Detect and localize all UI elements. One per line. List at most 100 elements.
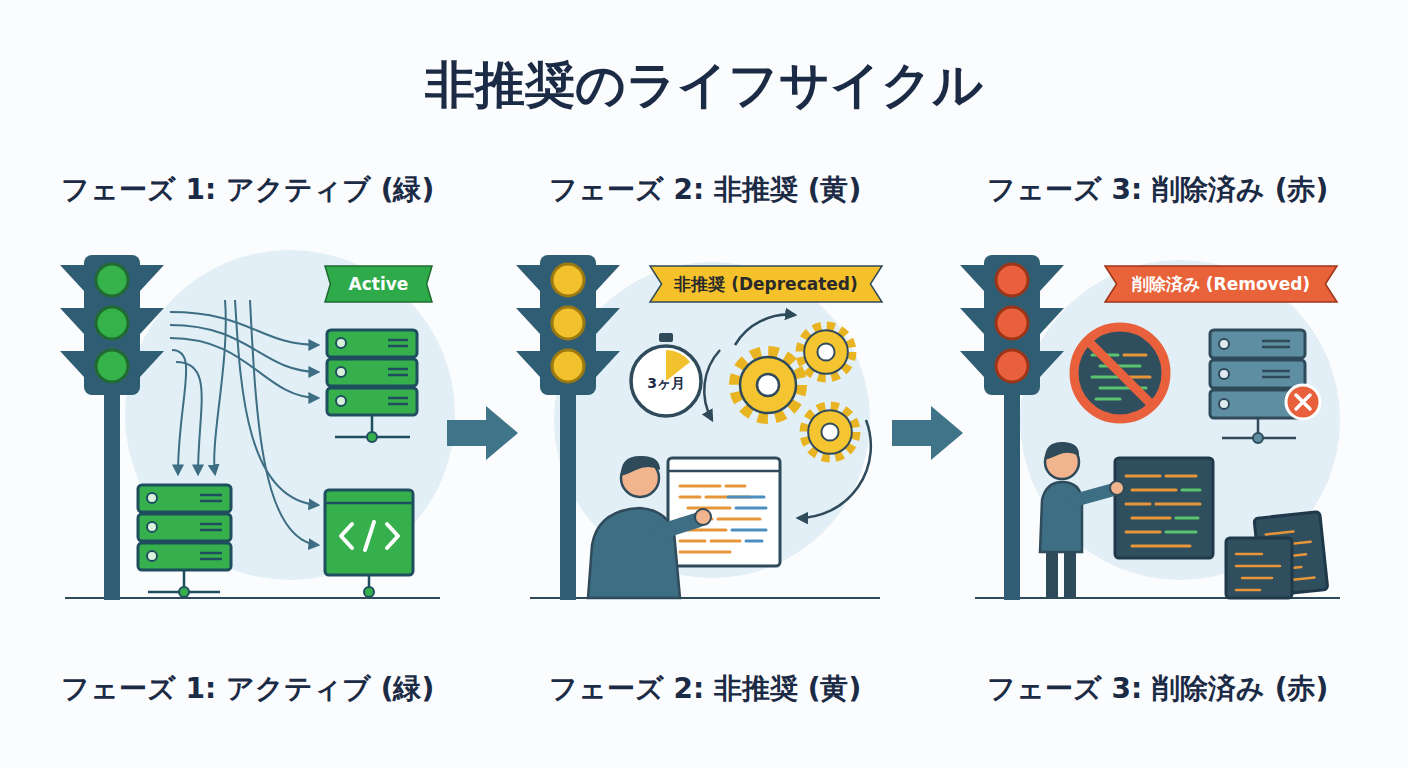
- phase-heading: フェーズ 3: 削除済み (赤): [945, 171, 1370, 209]
- stopwatch-crown: [659, 333, 673, 342]
- code-lines: [728, 497, 766, 541]
- server-unit: [327, 330, 417, 357]
- person-arm: [660, 520, 698, 532]
- server-led: [336, 338, 346, 348]
- server-vents: [200, 495, 222, 559]
- cycle-arrow: [704, 350, 720, 420]
- banner-label: 非推奨 (Deprecated): [674, 273, 858, 296]
- developer-figure: [1040, 442, 1124, 598]
- code-lines: [1126, 476, 1200, 546]
- person-hair: [1045, 442, 1079, 460]
- yellow-light: [552, 350, 584, 382]
- server-vents: [1262, 341, 1290, 377]
- server-stack: [138, 485, 231, 597]
- ribbon-fill: [325, 266, 432, 302]
- error-cross: [1296, 395, 1310, 409]
- prohibited-code: [1074, 327, 1166, 419]
- person-leg: [1064, 548, 1076, 598]
- status-banner: 非推奨 (Deprecated): [650, 266, 882, 302]
- green-light: [96, 307, 128, 339]
- red-light: [996, 264, 1028, 296]
- window-bar: [325, 502, 413, 505]
- server-vents: [388, 340, 408, 404]
- code-board: [1115, 458, 1213, 558]
- flow-line: [235, 300, 318, 505]
- flow-line: [172, 350, 186, 474]
- server-unit: [138, 485, 231, 512]
- bg-circle: [125, 250, 455, 580]
- person-body: [1040, 482, 1082, 552]
- code-window: [668, 458, 780, 566]
- error-badge: [1286, 385, 1320, 419]
- server-unit: [327, 388, 417, 415]
- phase-arrow: [447, 406, 518, 460]
- banner-label: Active: [349, 274, 409, 294]
- cycle-arrow: [798, 420, 871, 518]
- server-node: [179, 587, 189, 597]
- phase-heading: フェーズ 1: アクティブ (緑): [30, 171, 465, 209]
- window-bar: [668, 470, 780, 473]
- server-unit: [138, 514, 231, 541]
- code-lines: [1236, 554, 1280, 590]
- green-light: [96, 264, 128, 296]
- server-led: [336, 396, 346, 406]
- stopwatch-face: [631, 346, 701, 416]
- board-frame: [1115, 458, 1213, 558]
- code-lines: [1124, 355, 1150, 377]
- phase-panel: フェーズ 1: アクティブ (緑)フェーズ 1: アクティブ (緑)Active: [50, 165, 445, 720]
- phase-caption: フェーズ 1: アクティブ (緑): [30, 670, 465, 708]
- window-node: [364, 587, 374, 597]
- window-frame: [325, 490, 413, 575]
- stopwatch: 3ヶ月: [628, 343, 704, 419]
- gear: [804, 406, 855, 457]
- green-light: [96, 350, 128, 382]
- server-led: [336, 367, 346, 377]
- phase-arrow: [892, 406, 963, 460]
- server-unit: [138, 543, 231, 570]
- server-node: [367, 432, 377, 442]
- diagram-title: 非推奨のライフサイクル: [0, 52, 1408, 119]
- server-led: [1219, 399, 1229, 409]
- ribbon-fill: [650, 266, 882, 302]
- duration-label: 3ヶ月: [647, 375, 685, 393]
- phase-caption: フェーズ 2: 非推奨 (黄): [500, 670, 910, 708]
- yellow-light: [552, 264, 584, 296]
- phase-caption: フェーズ 3: 削除済み (赤): [945, 670, 1370, 708]
- person-leg: [1046, 548, 1058, 598]
- window-frame: [668, 458, 780, 566]
- person-hand: [695, 509, 711, 525]
- yellow-light: [552, 307, 584, 339]
- ground-line: [65, 597, 440, 599]
- window-frame: [1226, 538, 1292, 598]
- server-led: [1219, 339, 1229, 349]
- gear: [735, 352, 801, 418]
- status-banner: 削除済み (Removed): [1105, 266, 1337, 302]
- server-node: [1253, 433, 1263, 443]
- flow-line: [170, 325, 318, 372]
- server-stack: [327, 330, 417, 442]
- flow-line: [214, 300, 226, 474]
- server-led: [147, 493, 157, 503]
- prohibition-ring: [1074, 327, 1166, 419]
- server-led: [1219, 369, 1229, 379]
- person-body: [588, 508, 680, 598]
- server-stack: [1210, 330, 1320, 443]
- status-banner: Active: [325, 266, 432, 302]
- developer-figure: [588, 456, 711, 598]
- phase-panel: フェーズ 3: 削除済み (赤)フェーズ 3: 削除済み (赤)削除済み (Re…: [965, 165, 1350, 720]
- phase-heading: フェーズ 2: 非推奨 (黄): [500, 171, 910, 209]
- ribbon-fill: [1105, 266, 1337, 302]
- cycle-arrow: [735, 315, 795, 345]
- phase-panel: フェーズ 2: 非推奨 (黄)フェーズ 2: 非推奨 (黄)非推奨 (Depre…: [520, 165, 890, 720]
- person-arm: [1076, 490, 1112, 500]
- server-unit: [1210, 330, 1305, 358]
- prohibition-slash: [1088, 341, 1152, 405]
- red-light: [996, 307, 1028, 339]
- flow-line: [250, 300, 318, 545]
- person-hair: [621, 456, 660, 476]
- gear: [800, 326, 851, 377]
- banner-label: 削除済み (Removed): [1132, 273, 1310, 296]
- red-light: [996, 350, 1028, 382]
- server-led: [147, 522, 157, 532]
- ground-line: [530, 597, 880, 599]
